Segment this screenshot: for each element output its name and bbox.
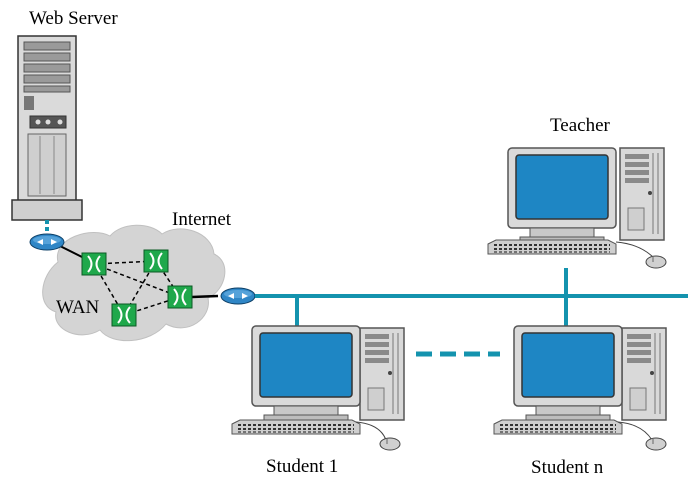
wan-switch-icon (167, 285, 193, 309)
teacher-computer-icon (487, 147, 667, 269)
web-server-label: Web Server (29, 8, 118, 29)
wan-switch-icon (111, 303, 137, 327)
server-router-icon (29, 233, 65, 251)
student-n-label: Student n (531, 457, 604, 478)
student-n-computer-icon (493, 325, 667, 451)
teacher-label: Teacher (550, 115, 610, 136)
wan-label: WAN (56, 297, 100, 318)
router-to-wan-link (59, 245, 85, 259)
wan-to-lan-link (191, 294, 219, 299)
lan-bus (255, 268, 688, 328)
web-server-icon (11, 35, 83, 221)
student-1-label: Student 1 (266, 456, 339, 477)
wan-switch-icon (143, 249, 169, 273)
lan-router-icon (220, 287, 256, 305)
wan-switch-icon (81, 252, 107, 276)
student-1-computer-icon (231, 325, 405, 451)
internet-label: Internet (172, 209, 232, 230)
